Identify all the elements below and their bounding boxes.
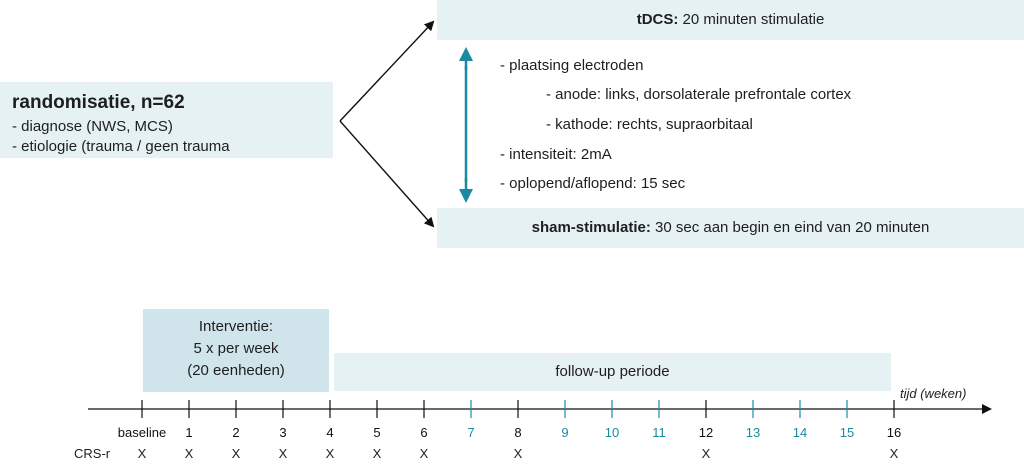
randomization-box	[0, 82, 333, 158]
tick-label: baseline	[117, 425, 167, 440]
detail-ramp: - oplopend/aflopend: 15 sec	[500, 175, 686, 192]
detail-intensity: - intensiteit: 2mA	[500, 146, 612, 163]
intervention-box	[143, 309, 329, 392]
detail-electrode-placement: - plaatsing electroden	[500, 57, 644, 74]
randomization-criterion: - etiologie (trauma / geen trauma	[12, 138, 230, 155]
time-axis-label: tijd (weken)	[900, 386, 967, 401]
detail-anode: - anode: links, dorsolaterale prefrontal…	[546, 86, 852, 103]
tdcs-banner-text: tDCS: 20 minuten stimulatie	[437, 11, 1024, 28]
randomization-title: randomisatie, n=62	[12, 92, 185, 113]
randomization-criterion: - diagnose (NWS, MCS)	[12, 118, 173, 135]
tick-label: 5	[373, 425, 381, 440]
crs-r-label: CRS-r	[74, 446, 111, 461]
tick-label: 6	[420, 425, 428, 440]
intervention-line: Interventie:	[198, 318, 274, 335]
intervention-text: Interventie: 5 x per week (20 eenheden)	[143, 316, 329, 382]
crs-r-mark: X	[889, 446, 899, 461]
tdcs-banner	[437, 0, 1024, 40]
crs-r-mark: X	[278, 446, 288, 461]
tick-label: 14	[792, 425, 808, 440]
sham-banner-text: sham-stimulatie: 30 sec aan begin en ein…	[437, 219, 1024, 236]
tick-label: 3	[279, 425, 287, 440]
tick-label: 16	[886, 425, 902, 440]
intervention-line: (20 eenheden)	[187, 362, 285, 379]
arrow-to-tdcs	[339, 20, 435, 122]
axis-ticks	[141, 400, 895, 418]
tdcs-label: tDCS:	[636, 11, 679, 28]
tick-label: 10	[604, 425, 620, 440]
intervention-line: 5 x per week	[193, 340, 279, 357]
tick-label: 8	[514, 425, 522, 440]
tick-label: 12	[698, 425, 714, 440]
detail-cathode: - kathode: rechts, supraorbitaal	[546, 116, 753, 133]
sham-description: 30 sec aan begin en eind van 20 minuten	[650, 219, 930, 236]
crs-r-mark: X	[513, 446, 523, 461]
arrow-to-sham	[339, 120, 435, 228]
crs-r-mark: X	[137, 446, 147, 461]
crs-r-mark: X	[325, 446, 335, 461]
tdcs-description: 20 minuten stimulatie	[678, 11, 825, 28]
followup-box	[334, 353, 891, 391]
crs-r-mark: X	[419, 446, 429, 461]
tick-label: 13	[745, 425, 761, 440]
tick-label: 1	[185, 425, 193, 440]
followup-label: follow-up periode	[555, 363, 670, 380]
crs-r-mark: X	[701, 446, 711, 461]
crs-r-mark: X	[372, 446, 382, 461]
tick-label: 7	[467, 425, 475, 440]
tick-label: 15	[839, 425, 855, 440]
tick-label: 4	[326, 425, 334, 440]
tick-label: 2	[232, 425, 240, 440]
sham-banner	[437, 208, 1024, 248]
tick-label: 9	[561, 425, 569, 440]
crs-r-mark: X	[184, 446, 194, 461]
tick-label: 11	[652, 425, 666, 440]
sham-label: sham-stimulatie:	[531, 219, 651, 236]
crs-r-mark: X	[231, 446, 241, 461]
